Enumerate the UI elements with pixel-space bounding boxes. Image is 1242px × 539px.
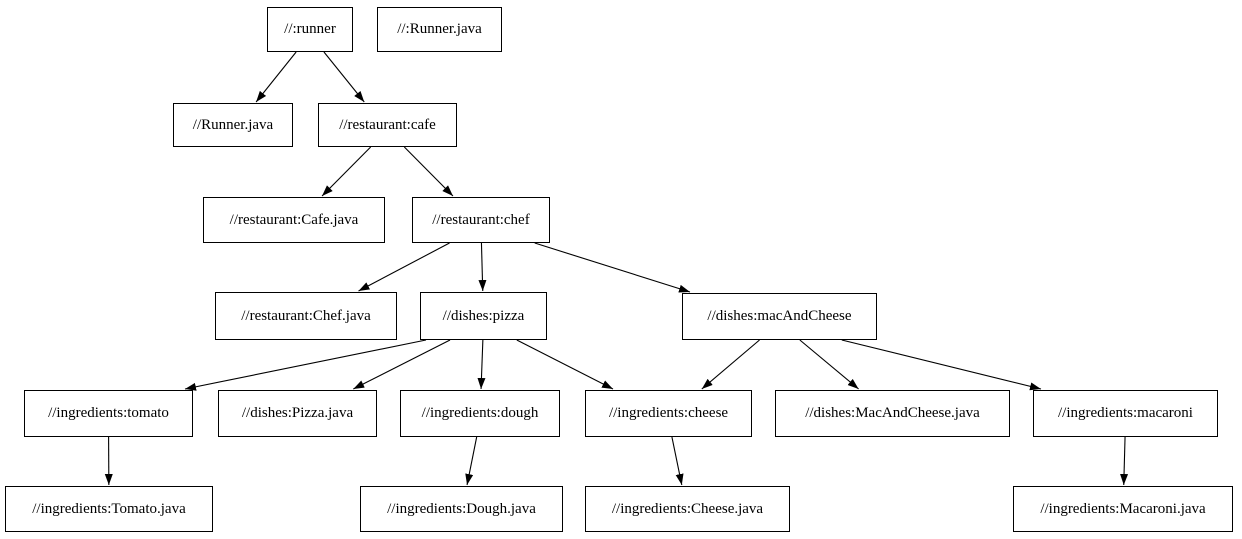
graph-node-restaurant-cafe: //restaurant:cafe: [318, 103, 457, 147]
graph-edge-mac_and_cheese-to-mac_and_cheese_java: [799, 339, 859, 390]
graph-node-ingredients-macaroni: //ingredients:macaroni: [1033, 390, 1218, 437]
graph-node-dishes-pizza: //dishes:pizza: [420, 292, 547, 340]
graph-edge-pizza-to-tomato: [184, 339, 427, 391]
graph-edge-mac_and_cheese-to-cheese: [701, 339, 760, 390]
graph-edge-chef-to-pizza: [478, 242, 487, 292]
graph-edge-cafe-to-cafe_java: [321, 146, 372, 197]
graph-node-dishes-pizza-java: //dishes:Pizza.java: [218, 390, 377, 437]
graph-edge-pizza-to-pizza_java: [353, 339, 451, 390]
graph-edge-pizza-to-dough: [477, 339, 486, 390]
graph-node-ingredients-tomato-java: //ingredients:Tomato.java: [5, 486, 213, 532]
graph-edge-runner-to-runner_java: [255, 51, 297, 103]
graph-edge-mac_and_cheese-to-macaroni: [841, 339, 1042, 391]
graph-node-runner: //:runner: [267, 7, 353, 52]
graph-edge-chef-to-mac_and_cheese: [534, 242, 691, 293]
graph-node-ingredients-cheese-java: //ingredients:Cheese.java: [585, 486, 790, 532]
graph-node-restaurant-cafe-java: //restaurant:Cafe.java: [203, 197, 385, 243]
graph-node-ingredients-tomato: //ingredients:tomato: [24, 390, 193, 437]
graph-node-dishes-macandcheese: //dishes:macAndCheese: [682, 293, 877, 340]
graph-node-restaurant-chef: //restaurant:chef: [412, 197, 550, 243]
graph-node-restaurant-chef-java: //restaurant:Chef.java: [215, 292, 397, 340]
graph-edge-chef-to-chef_java: [358, 242, 450, 292]
graph-edge-cheese-to-cheese_java: [671, 436, 684, 486]
graph-edge-dough-to-dough_java: [465, 436, 478, 486]
graph-edge-pizza-to-cheese: [516, 339, 614, 390]
graph-node-runner-java-source: //:Runner.java: [377, 7, 502, 52]
graph-edge-macaroni-to-macaroni_java: [1120, 436, 1129, 486]
graph-node-runner-java: //Runner.java: [173, 103, 293, 147]
graph-edge-cafe-to-chef: [403, 146, 454, 197]
graph-node-ingredients-macaroni-java: //ingredients:Macaroni.java: [1013, 486, 1233, 532]
graph-node-ingredients-dough: //ingredients:dough: [400, 390, 560, 437]
graph-node-dishes-macandcheese-java: //dishes:MacAndCheese.java: [775, 390, 1010, 437]
graph-node-ingredients-dough-java: //ingredients:Dough.java: [360, 486, 563, 532]
graph-node-ingredients-cheese: //ingredients:cheese: [585, 390, 752, 437]
graph-edge-runner-to-cafe: [323, 51, 365, 103]
